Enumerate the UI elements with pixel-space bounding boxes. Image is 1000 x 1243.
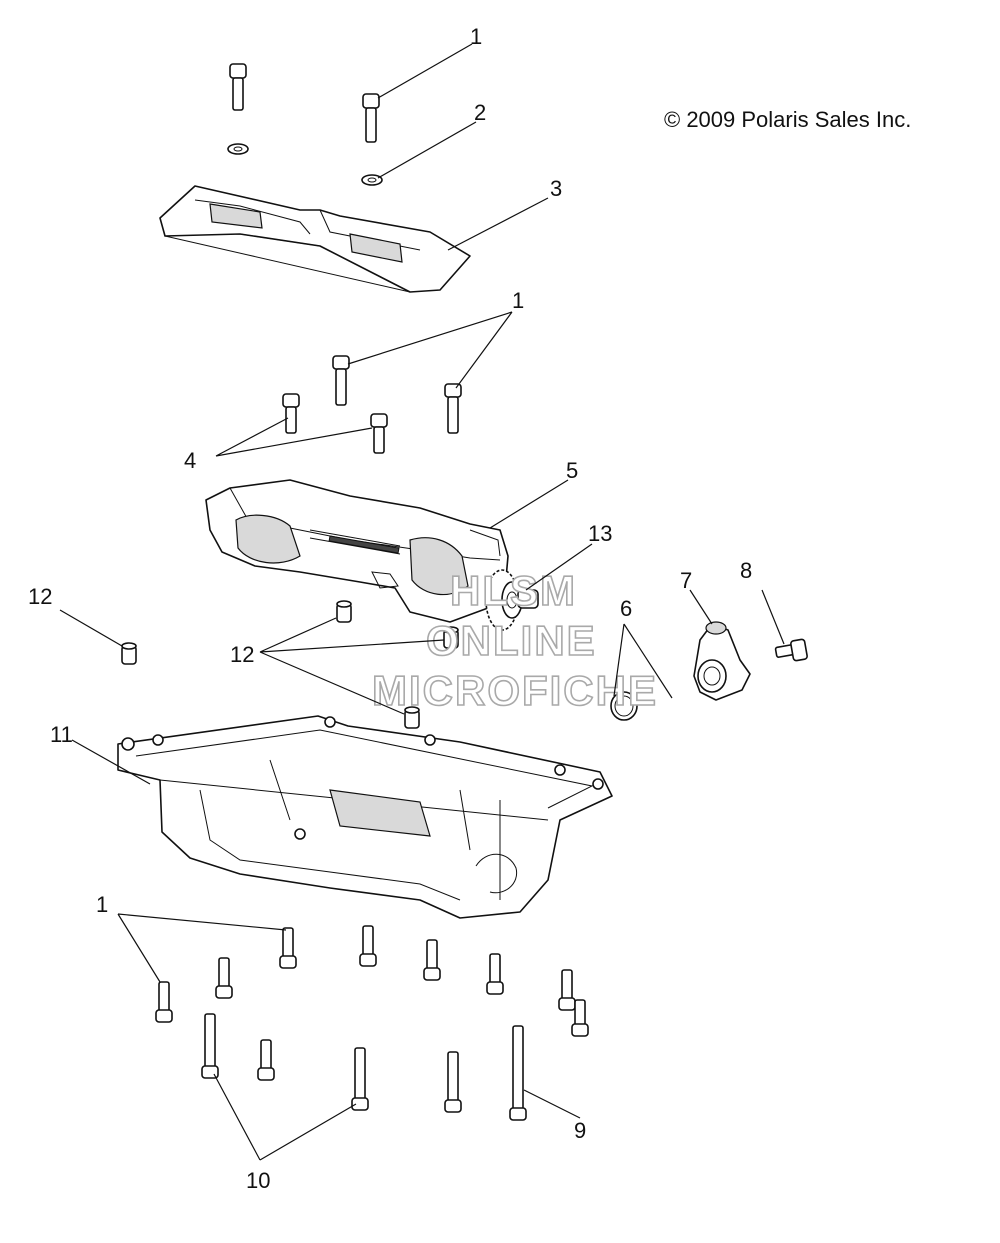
- washer-right: [361, 174, 383, 186]
- screw-bottom-1: [279, 927, 297, 969]
- screw-bottom-7: [558, 969, 576, 1011]
- callout-10: 10: [246, 1168, 270, 1193]
- baffle-plate: [159, 185, 471, 293]
- leader-12-left: [59, 609, 123, 647]
- screw-mid-4: [370, 413, 388, 454]
- screw-bottom-10: [444, 1051, 462, 1113]
- leader-10: [213, 1073, 357, 1161]
- callout-1-mid: 1: [512, 288, 524, 313]
- screw-mid-2: [444, 383, 462, 434]
- fitting-screw: [774, 638, 808, 662]
- washer-left: [227, 143, 249, 155]
- screw-bottom-9: [257, 1039, 275, 1081]
- callout-8: 8: [740, 558, 752, 583]
- o-ring: [610, 691, 638, 721]
- dowel-pin-mid: [443, 626, 459, 649]
- dowel-pin-mid-bottom: [404, 706, 420, 729]
- leader-1-top: [377, 43, 473, 99]
- leader-9: [523, 1089, 581, 1119]
- oil-fitting: [693, 621, 751, 701]
- oil-pan: [117, 715, 613, 919]
- leader-1-bottom: [117, 913, 287, 983]
- screw-mid-3: [282, 393, 300, 434]
- leader-1-mid: [347, 311, 513, 389]
- leader-5: [489, 479, 569, 529]
- screw-top-left: [229, 63, 247, 111]
- callout-12-left: 12: [28, 584, 52, 609]
- leader-2: [377, 121, 477, 179]
- callout-6: 6: [620, 596, 632, 621]
- callout-5: 5: [566, 458, 578, 483]
- leader-6: [613, 623, 673, 699]
- callout-3: 3: [550, 176, 562, 201]
- callout-13: 13: [588, 521, 612, 546]
- leader-8: [761, 589, 785, 645]
- callout-9: 9: [574, 1118, 586, 1143]
- leader-7: [689, 589, 713, 625]
- callout-2: 2: [474, 100, 486, 125]
- watermark-line1: HLSM: [450, 567, 577, 614]
- screw-bottom-2: [359, 925, 377, 967]
- leader-12-mid: [259, 617, 445, 715]
- leader-13: [525, 543, 593, 591]
- watermark-line2: ONLINE: [426, 617, 597, 664]
- callout-12-mid: 12: [230, 642, 254, 667]
- drive-gear: [485, 569, 539, 631]
- long-bolt-mid: [351, 1047, 369, 1111]
- oil-pump-assembly: [205, 479, 509, 623]
- screw-mid-1: [332, 355, 350, 406]
- dowel-pin-mid-top: [336, 600, 352, 623]
- screw-bottom-3: [423, 939, 441, 981]
- long-bolt-left: [201, 1013, 219, 1079]
- callout-1-bottom: 1: [96, 892, 108, 917]
- callout-1-top: 1: [470, 24, 482, 49]
- callout-11: 11: [50, 722, 73, 747]
- long-bolt-right: [509, 1025, 527, 1121]
- screw-bottom-8: [571, 999, 589, 1037]
- dowel-pin-left: [121, 642, 137, 665]
- copyright-text: © 2009 Polaris Sales Inc.: [664, 107, 911, 132]
- leader-4: [215, 417, 373, 457]
- leader-3: [447, 197, 549, 251]
- screw-bottom-6: [155, 981, 173, 1023]
- screw-bottom-4: [486, 953, 504, 995]
- callout-7: 7: [680, 568, 692, 593]
- watermark-line3: MICROFICHE: [372, 667, 658, 714]
- callout-4: 4: [184, 448, 196, 473]
- screw-bottom-5: [215, 957, 233, 999]
- leader-11: [71, 739, 151, 785]
- screw-top-right: [362, 93, 380, 143]
